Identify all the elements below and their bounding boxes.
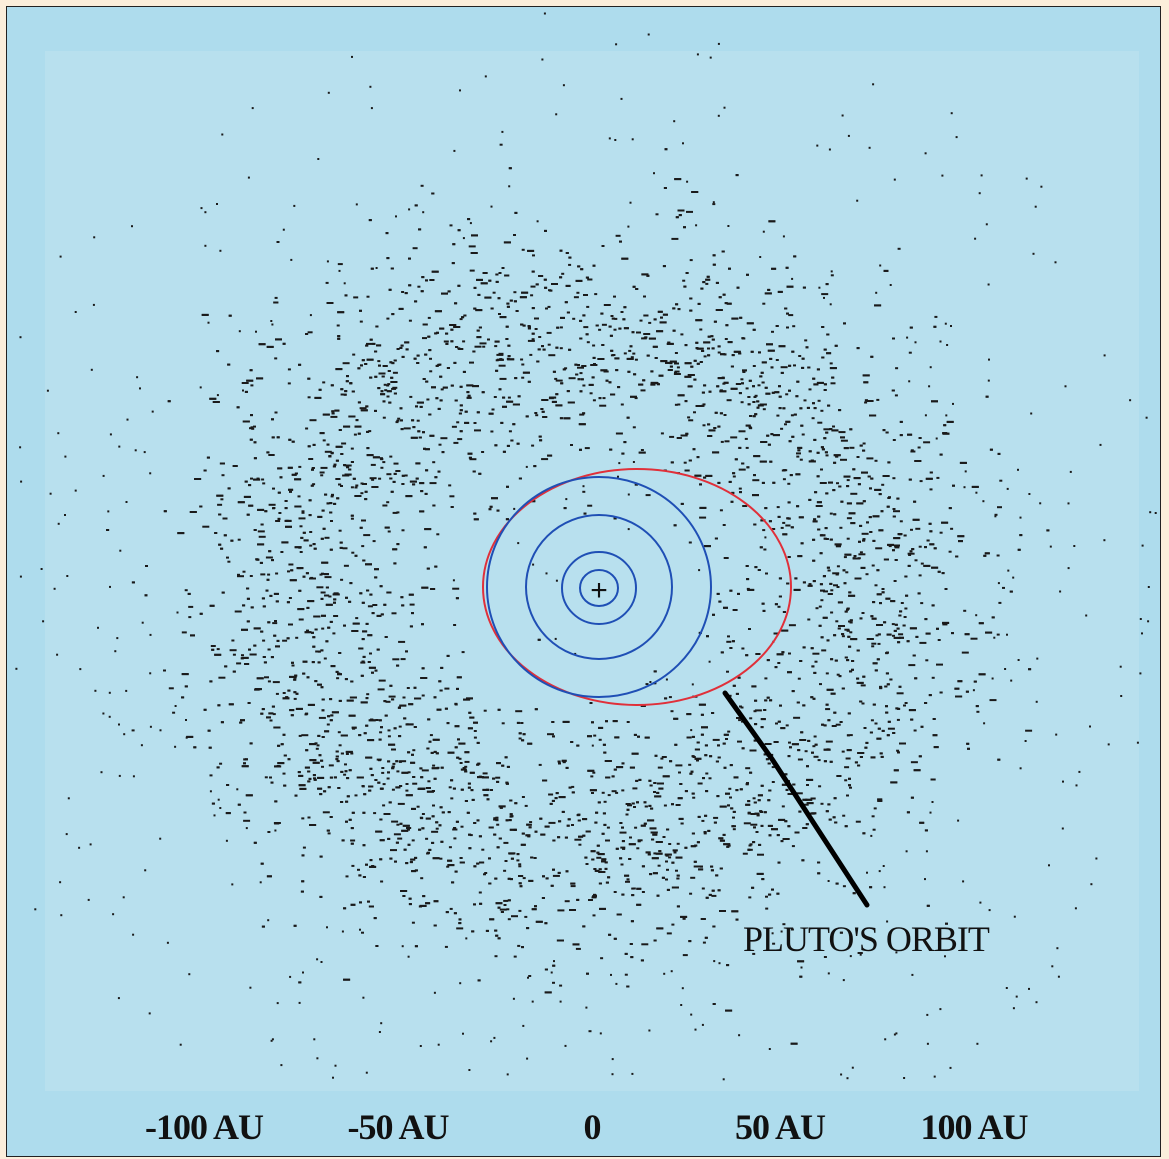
pluto-orbit-label: PLUTO'S ORBIT [743, 919, 990, 959]
sun-marker: + [590, 574, 608, 607]
pluto-orbit-pointer [722, 690, 870, 908]
tick-label-50: 50 AU [735, 1107, 826, 1147]
pluto-orbit [482, 468, 792, 706]
tick-label-0: 0 [584, 1107, 601, 1147]
tick-label-minus-100: -100 AU [145, 1107, 264, 1147]
uranus-orbit [525, 514, 673, 660]
saturn-orbit [561, 551, 637, 625]
au-scale: -100 AU -50 AU 0 50 AU 100 AU [145, 1107, 1030, 1147]
tick-label-100: 100 AU [920, 1107, 1028, 1147]
jupiter-orbit [579, 569, 619, 607]
tick-label-minus-50: -50 AU [348, 1107, 450, 1147]
kuiper-belt-objects [15, 12, 1157, 1081]
kuiper-belt-diagram: + PLUTO'S ORBIT -100 AU -50 AU 0 50 AU 1… [7, 7, 1160, 1156]
diagram-frame: + PLUTO'S ORBIT -100 AU -50 AU 0 50 AU 1… [6, 6, 1161, 1157]
neptune-orbit [486, 476, 712, 698]
orbits-group [482, 468, 792, 706]
